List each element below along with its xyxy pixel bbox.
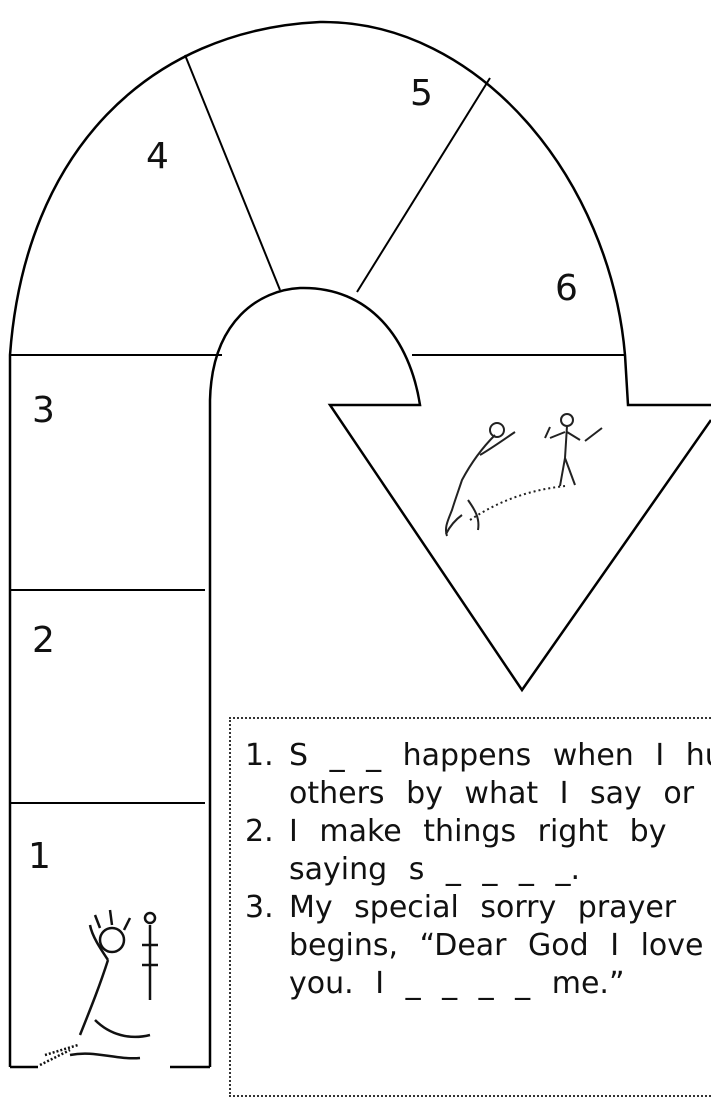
space-number-4: 4 bbox=[146, 136, 169, 177]
running-figure-illustration bbox=[446, 414, 602, 536]
clue-number: 3. bbox=[245, 889, 285, 927]
clue-line: saying s _ _ _ _. bbox=[289, 851, 580, 889]
space-number-3: 3 bbox=[32, 390, 55, 431]
crouching-figure-illustration bbox=[40, 910, 158, 1065]
space-number-1: 1 bbox=[28, 836, 51, 877]
divider-4-5 bbox=[185, 55, 280, 290]
clue-line: begins, “Dear God I love bbox=[289, 927, 704, 965]
clue-line: I make things right by bbox=[289, 813, 666, 851]
clue-number: 2. bbox=[245, 813, 285, 851]
space-number-5: 5 bbox=[410, 73, 433, 114]
clue-line: My special sorry prayer bbox=[289, 889, 676, 927]
clue-line: you. I _ _ _ _ me.” bbox=[289, 965, 624, 1003]
space-number-6: 6 bbox=[555, 268, 578, 309]
clue-number: 1. bbox=[245, 737, 285, 775]
clues-box: 1. S _ _ happens when I hurt others by w… bbox=[229, 717, 711, 1097]
clue-line: others by what I say or do. bbox=[289, 775, 711, 813]
space-number-2: 2 bbox=[32, 620, 55, 661]
clue-line: S _ _ happens when I hurt bbox=[289, 737, 711, 775]
